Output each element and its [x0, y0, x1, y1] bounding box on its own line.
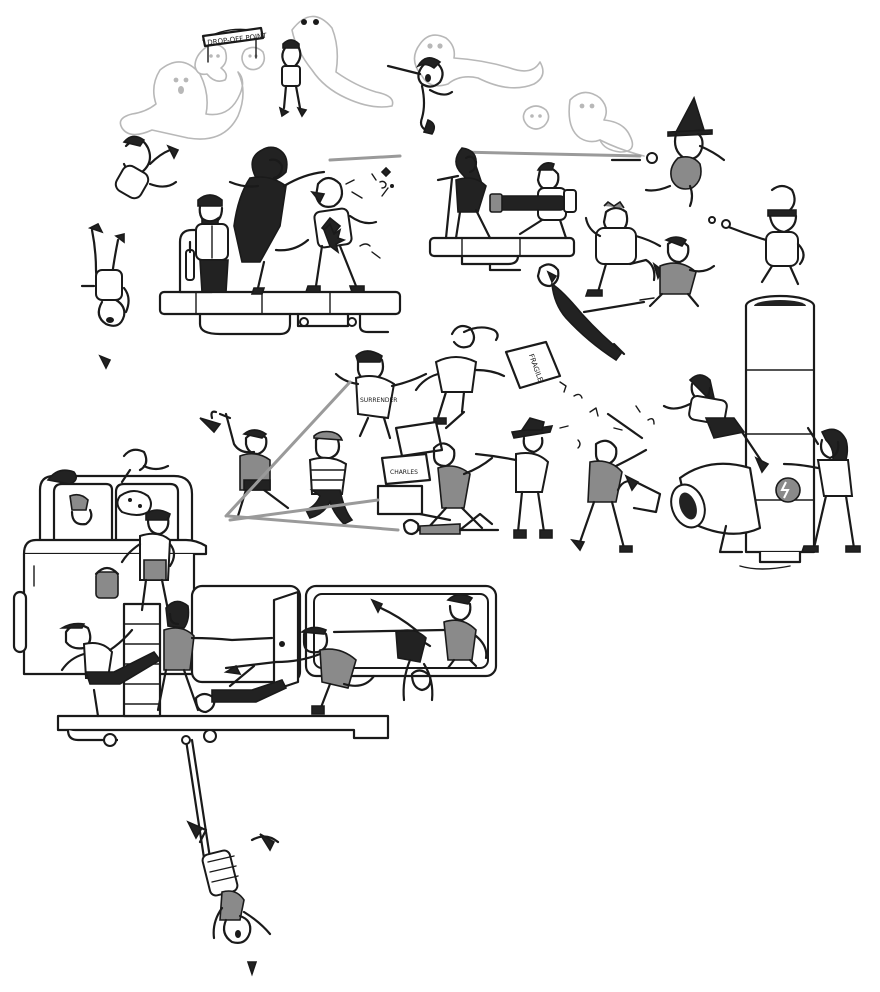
magic-beam-top: [458, 150, 642, 158]
pirate-in-window: [332, 593, 488, 670]
captain-driver: [195, 194, 229, 293]
flying-fists: [559, 381, 655, 449]
cowboy: [474, 417, 554, 539]
ghost-group-left: [119, 43, 266, 140]
ghost-holding-person: [386, 34, 544, 135]
man-with-bat: [570, 412, 648, 553]
man-running-striped: [304, 430, 354, 525]
bearded-man-with-sword: [156, 600, 274, 712]
man-on-spring-gun: [536, 263, 655, 362]
scooter-platform: [428, 174, 576, 272]
pirate-kicking: [59, 622, 162, 718]
box-stack: CHARLES: [376, 420, 444, 516]
man-flipping-upside-down: [370, 598, 434, 702]
man-lying-on-deck: [194, 664, 288, 714]
cannon-tower: [670, 294, 816, 570]
cab-occupants: [46, 448, 170, 526]
shirt-label: SURRENDER: [360, 397, 397, 404]
woman-holding-box: [414, 324, 506, 425]
flying-debris: [345, 166, 394, 259]
man-in-headlock: [199, 410, 290, 518]
ghost-pair-right: [522, 91, 645, 157]
falling-man-left-top: [114, 135, 180, 200]
man-jumping-right: [584, 200, 664, 297]
man-thrusting-sword: [224, 626, 376, 715]
woman-in-black-dress: [228, 146, 326, 295]
woman-on-scooter: [454, 147, 492, 240]
man-on-ladder: [94, 509, 176, 612]
falling-man-left-bottom: [80, 222, 130, 370]
bandit-with-mask: [708, 184, 805, 286]
woman-pushing-cannon: [782, 426, 861, 553]
hanging-man: [186, 820, 280, 977]
bald-man-in-fight: [304, 176, 378, 293]
witch-with-wand: [610, 95, 726, 208]
surrender-shirt-man: SURRENDER: [334, 350, 428, 440]
man-on-floor-sword: [402, 512, 500, 536]
man-kicked-right: [648, 236, 716, 308]
hanging-rope: [181, 735, 212, 860]
brawl-beams: [224, 380, 400, 532]
fragile-box: FRAGILE: [504, 340, 562, 390]
magic-beam-left: [328, 154, 402, 162]
woman-in-cannon: [662, 374, 770, 474]
vehicle-cab: [22, 474, 208, 556]
man-crawling-into-cannon: [616, 474, 662, 514]
ghost-carrying-man: [278, 15, 394, 118]
charles-box-label: CHARLES: [390, 469, 418, 476]
platform-left: [158, 228, 402, 336]
man-with-bazooka: [489, 162, 577, 240]
